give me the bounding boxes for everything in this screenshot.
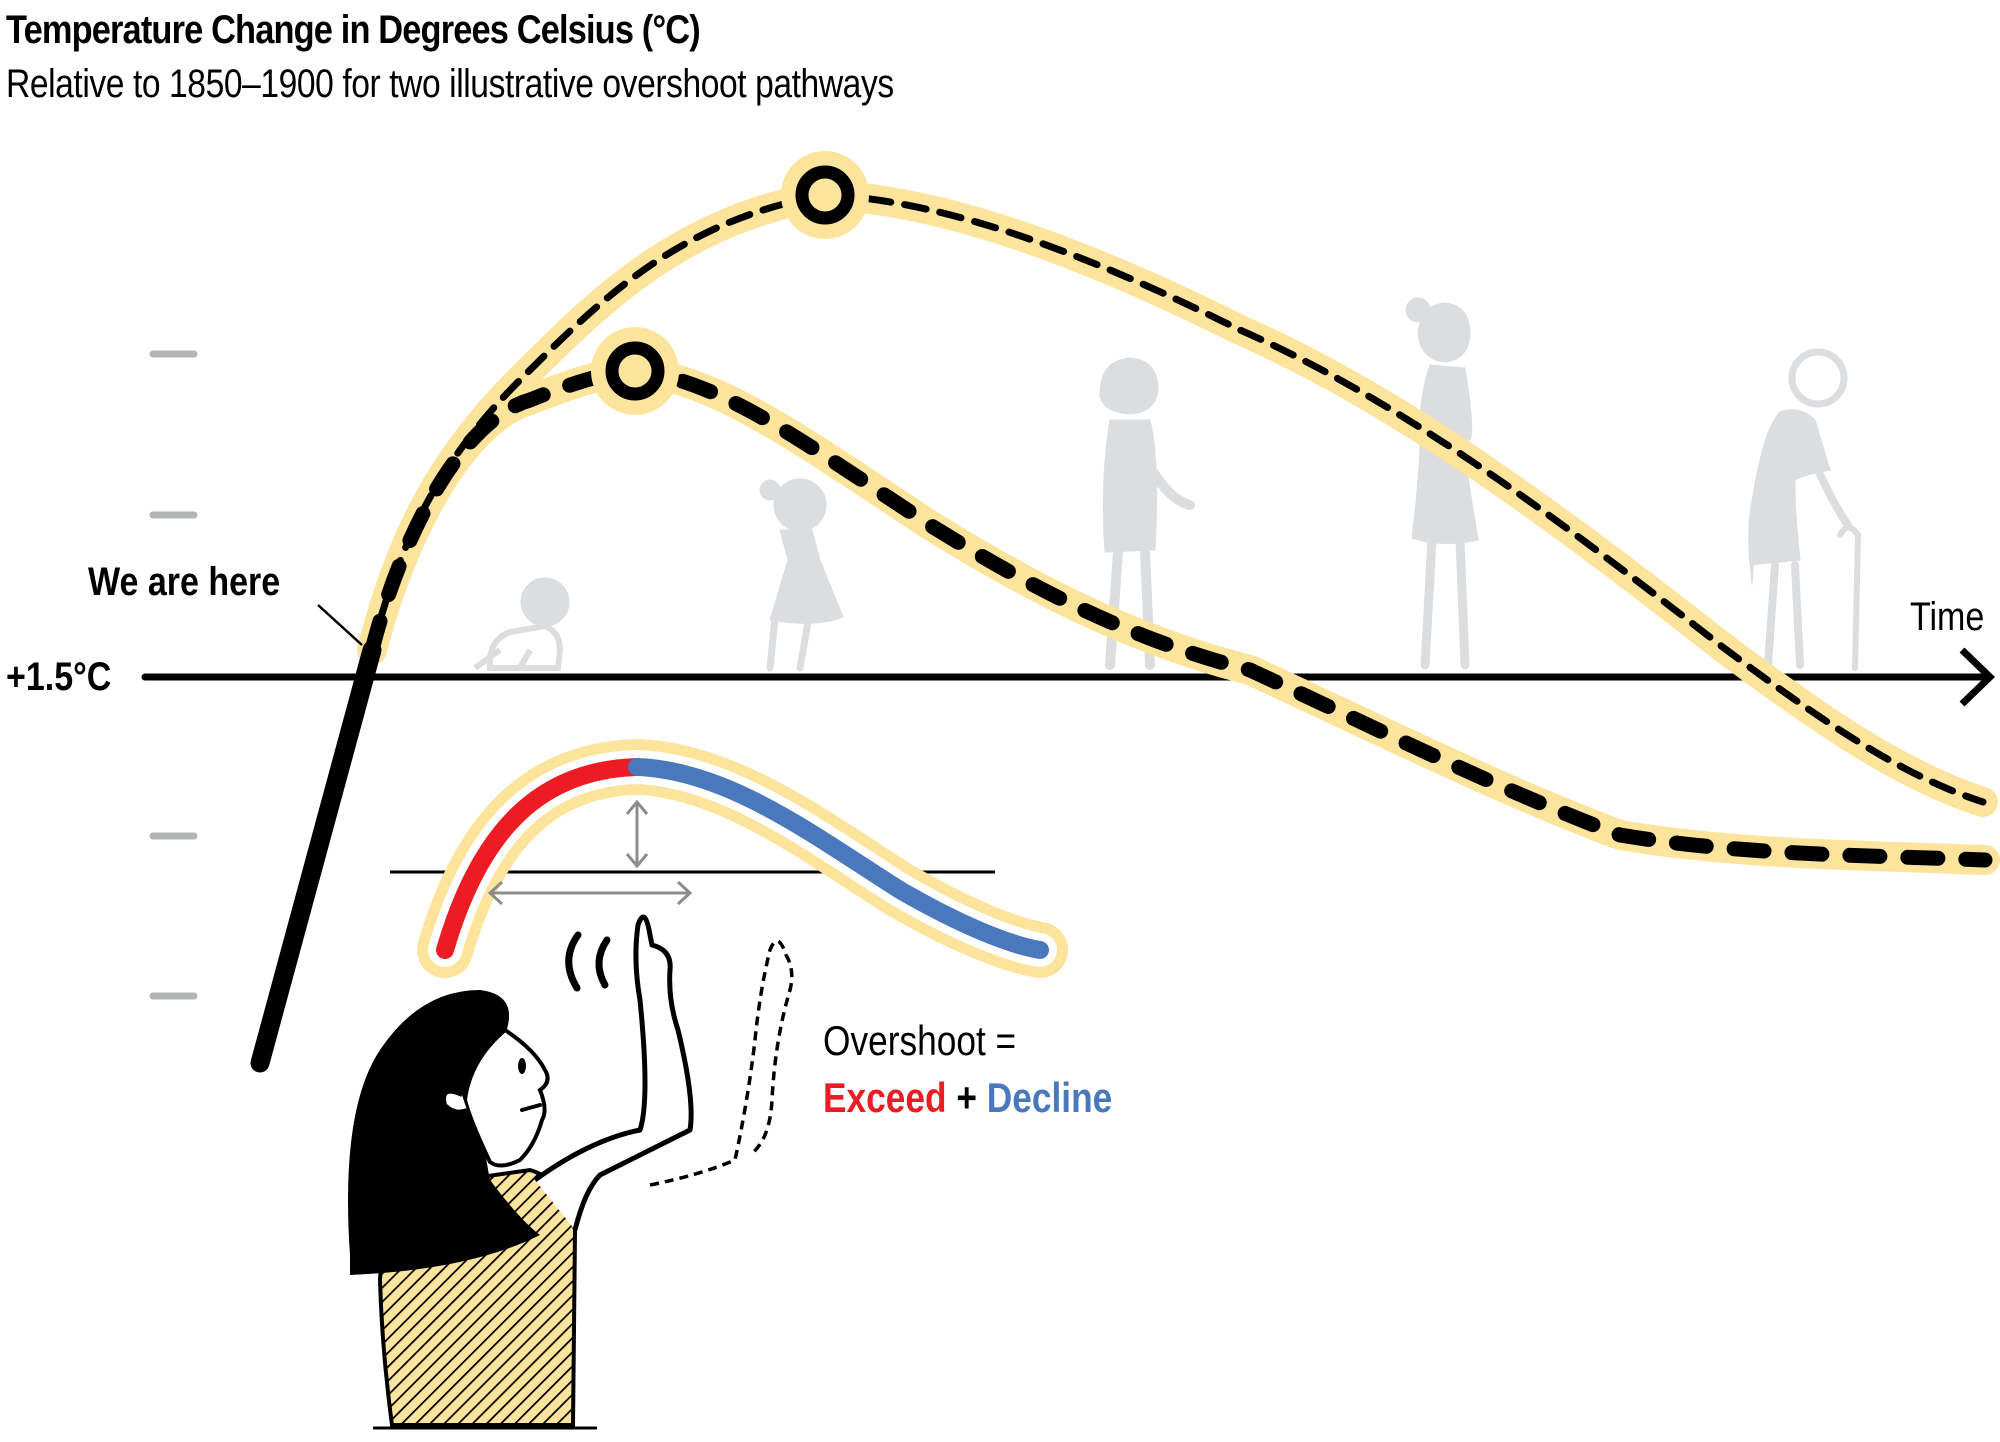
magnitude-arrow-icon bbox=[625, 799, 649, 869]
toddler-girl-icon bbox=[759, 478, 844, 672]
plus-sign: + bbox=[946, 1074, 987, 1121]
eye bbox=[518, 1058, 526, 1074]
motion-marks-icon bbox=[565, 931, 611, 992]
peak-marker-low bbox=[591, 327, 679, 415]
exceed-segment bbox=[436, 758, 646, 959]
pathway-high bbox=[368, 191, 1987, 806]
decline-segment bbox=[628, 758, 1049, 959]
baby-crawling-icon bbox=[473, 577, 570, 671]
young-woman-icon bbox=[1405, 297, 1479, 670]
woman-pointing-illustration bbox=[348, 914, 794, 1430]
chart-title: Temperature Change in Degrees Celsius (°… bbox=[6, 8, 701, 52]
overshoot-inset bbox=[390, 738, 1068, 978]
overshoot-equation-label: Overshoot = bbox=[823, 1017, 1017, 1064]
child-walking-icon bbox=[1099, 357, 1195, 670]
hair bbox=[348, 990, 540, 1275]
historical-line bbox=[250, 640, 382, 1073]
life-stage-silhouettes bbox=[473, 297, 1862, 672]
y-axis-ticks bbox=[149, 350, 198, 1000]
raised-arm bbox=[533, 914, 694, 1231]
duration-arrow-icon bbox=[487, 880, 693, 906]
time-axis-label: Time bbox=[1910, 595, 1985, 639]
we-are-here-label: We are here bbox=[88, 560, 281, 604]
face bbox=[462, 1027, 550, 1168]
elderly-woman-cane-icon bbox=[1748, 348, 1862, 671]
peak-marker-high bbox=[781, 151, 869, 239]
pathway-low bbox=[364, 363, 1993, 868]
ghost-arm bbox=[649, 939, 794, 1187]
overshoot-equation-terms: Exceed + Decline bbox=[823, 1074, 1112, 1122]
threshold-label: +1.5°C bbox=[6, 655, 112, 699]
threshold-axis bbox=[141, 647, 1996, 707]
chart-subtitle: Relative to 1850–1900 for two illustrati… bbox=[6, 62, 894, 106]
axis-arrowhead-icon bbox=[1959, 647, 1996, 707]
decline-term: Decline bbox=[986, 1074, 1113, 1121]
exceed-term: Exceed bbox=[823, 1074, 947, 1121]
we-are-here-leader bbox=[317, 604, 363, 646]
